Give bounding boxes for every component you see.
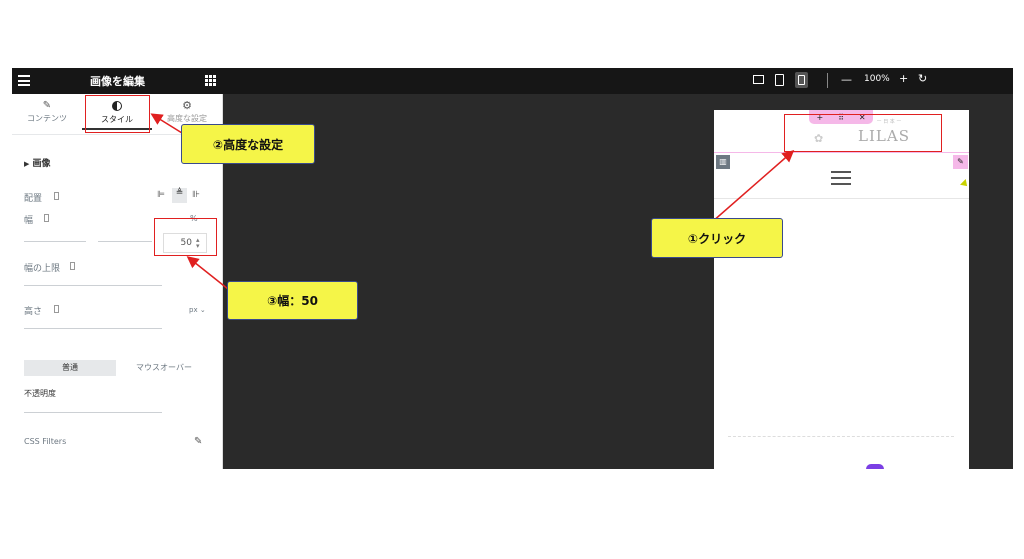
callout-step2: ②高度な設定 [181, 124, 315, 164]
max-width-slider-track[interactable] [24, 285, 162, 286]
pencil-icon: ✎ [42, 100, 52, 111]
column-edit-icon[interactable]: ▥ [716, 155, 730, 169]
height-unit: px [189, 306, 198, 314]
toolbar-divider [827, 73, 828, 88]
width-slider-track-right[interactable] [98, 241, 152, 242]
caret-right-icon: ▶ [24, 160, 30, 168]
mobile-menu-icon[interactable] [831, 171, 851, 187]
section-title: 画像 [32, 159, 51, 169]
width-label: 幅 [24, 216, 34, 226]
hamburger-menu-icon[interactable] [18, 75, 30, 86]
tab-hover-label: マウスオーバー [136, 363, 192, 372]
highlight-logo [784, 114, 942, 152]
tab-content[interactable]: ✎ コンテンツ [12, 100, 82, 130]
opacity-label: 不透明度 [24, 389, 56, 398]
mobile-preview: ー 日 本 ー LILAS ✿ + ⠿ ✕ ▥ ✎ [714, 110, 970, 469]
arrow-step1 [711, 150, 795, 223]
zoom-in-button[interactable]: + [899, 72, 909, 85]
empty-section-outline [728, 436, 954, 469]
panel-title: 画像を編集 [90, 75, 145, 88]
tablet-view-icon[interactable] [775, 74, 784, 86]
section-outline [714, 152, 969, 153]
callout-step1: ①クリック [651, 218, 783, 258]
add-icon[interactable]: + [816, 112, 824, 122]
logo-sub-text: ー 日 本 ー [876, 119, 902, 125]
tab-divider [12, 134, 223, 135]
align-right-button[interactable]: ⊪ [192, 190, 200, 200]
flower-logo-icon: ✿ [814, 132, 824, 145]
tab-hover[interactable]: マウスオーバー [116, 360, 212, 376]
tab-advanced[interactable]: ⚙ 高度な設定 [152, 100, 222, 130]
mobile-view-icon[interactable] [795, 72, 808, 88]
close-icon[interactable]: ✕ [858, 112, 866, 122]
logo-text: LILAS [858, 127, 910, 145]
width-slider-track[interactable] [24, 241, 86, 242]
edit-pencil-icon[interactable]: ✎ [194, 436, 203, 447]
height-label: 高さ [24, 307, 43, 317]
width-value-input[interactable]: 50 [163, 233, 207, 253]
callout-step3: ③幅：50 [227, 281, 358, 320]
gear-icon: ⚙ [182, 99, 192, 112]
align-left-button[interactable]: ⊫ [157, 190, 165, 200]
max-width-label: 幅の上限 [24, 264, 61, 274]
width-value: 50 [180, 238, 192, 248]
opacity-slider-track[interactable] [24, 412, 162, 413]
arrow-step3 [186, 256, 229, 290]
widgets-grid-icon[interactable] [205, 75, 216, 86]
contrast-icon [112, 101, 122, 111]
alignment-label: 配置 [24, 194, 43, 204]
tab-content-label: コンテンツ [27, 114, 67, 123]
height-slider-track[interactable] [24, 328, 162, 329]
header-divider [714, 198, 969, 199]
align-center-button[interactable]: ≜ [172, 188, 187, 203]
highlight-style-tab [85, 95, 150, 133]
arrow-step2 [150, 113, 183, 134]
drag-icon[interactable]: ⠿ [838, 112, 844, 122]
element-handle[interactable]: + ⠿ ✕ [809, 110, 873, 124]
tab-style[interactable]: スタイル [82, 100, 152, 130]
logo-image[interactable]: ー 日 本 ー LILAS [786, 112, 942, 152]
height-unit-select[interactable]: px ⌄ [189, 306, 206, 314]
responsive-device-icon[interactable] [54, 305, 59, 313]
section-toggle[interactable]: ▶ 画像 [24, 156, 51, 169]
tab-normal[interactable]: 普通 [24, 360, 116, 376]
top-bar: 画像を編集 — 100% + ↻ [12, 68, 1013, 94]
highlight-width-input [154, 218, 217, 256]
tab-style-label: スタイル [101, 115, 133, 124]
desktop-view-icon[interactable] [753, 75, 764, 84]
responsive-device-icon[interactable] [70, 262, 75, 270]
tab-advanced-label: 高度な設定 [167, 114, 207, 123]
tab-normal-label: 普通 [62, 363, 78, 372]
zoom-out-button[interactable]: — [841, 73, 852, 86]
widget-edit-icon[interactable]: ✎ [953, 155, 968, 169]
stepper-icon[interactable]: ▴▾ [196, 236, 200, 250]
zoom-level: 100% [864, 74, 890, 84]
add-section-button[interactable] [866, 464, 884, 469]
responsive-device-icon[interactable] [54, 192, 59, 200]
responsive-device-icon[interactable] [44, 214, 49, 222]
reset-zoom-icon[interactable]: ↻ [918, 72, 928, 85]
css-filters-label: CSS Filters [24, 437, 67, 446]
